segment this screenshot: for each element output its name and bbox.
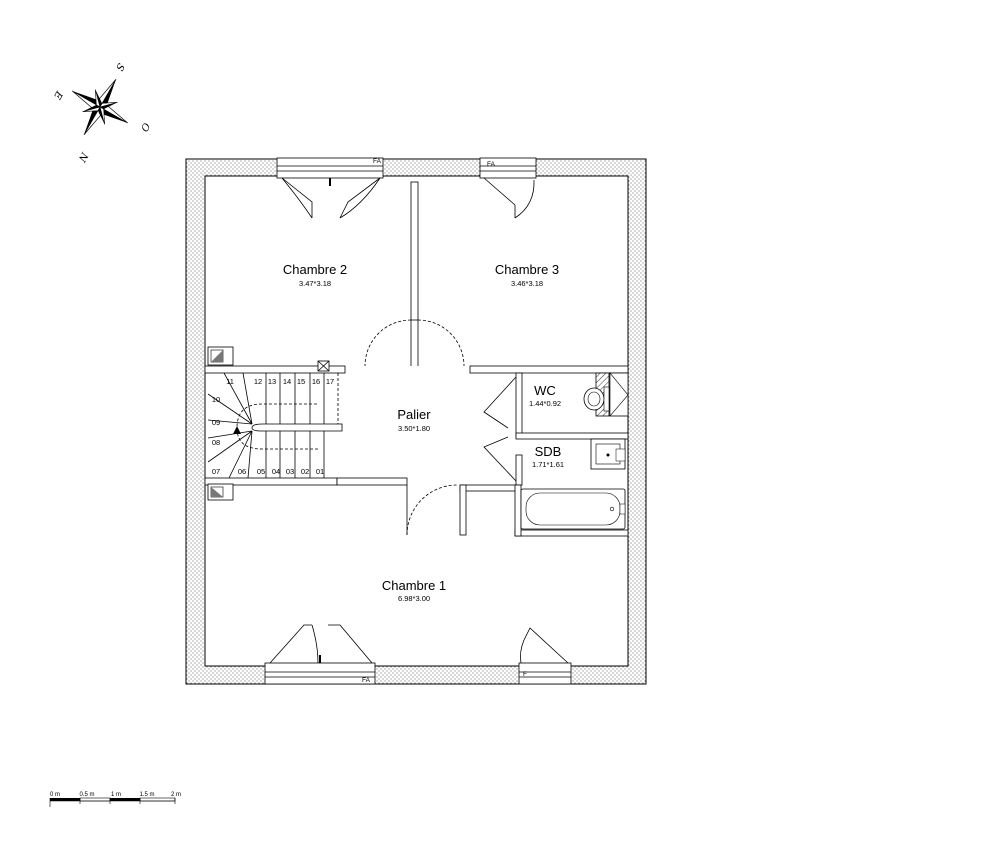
room-dims-chambre3: 3.46*3.18 — [511, 279, 543, 288]
scale-label-2: 2 m — [171, 792, 181, 798]
step-14: 14 — [283, 377, 291, 386]
room-dims-sdb: 1.71*1.61 — [532, 460, 564, 469]
step-08: 08 — [212, 438, 220, 447]
scale-label-05: 0.5 m — [79, 792, 94, 798]
step-01: 01 — [316, 467, 324, 476]
compass-south-label: S — [113, 61, 126, 73]
window-top-left — [276, 157, 384, 219]
window-tag-top-left: FA — [373, 158, 382, 165]
step-16: 16 — [312, 377, 320, 386]
window-tag-top-right: FA — [487, 161, 496, 168]
step-12: 12 — [254, 377, 262, 386]
scale-bar — [49, 797, 176, 807]
room-name-chambre1: Chambre 1 — [382, 578, 446, 593]
step-04: 04 — [272, 467, 280, 476]
room-dims-chambre1: 6.98*3.00 — [398, 594, 430, 603]
step-07: 07 — [212, 467, 220, 476]
hatch-box-icon — [317, 360, 330, 372]
step-15: 15 — [297, 377, 305, 386]
room-name-chambre2: Chambre 2 — [283, 262, 347, 277]
window-top-right — [479, 157, 537, 219]
compass-rose-icon — [72, 79, 128, 135]
compass-west-label: O — [138, 120, 152, 133]
scale-label-1: 1 m — [111, 792, 121, 798]
room-dims-chambre2: 3.47*3.18 — [299, 279, 331, 288]
wc-toilet-icon — [583, 372, 629, 417]
step-09: 09 — [212, 418, 220, 427]
room-name-chambre3: Chambre 3 — [495, 262, 559, 277]
step-11: 11 — [226, 377, 234, 386]
vent-shaft-top — [207, 346, 234, 366]
staircase — [207, 372, 343, 479]
step-10: 10 — [212, 395, 220, 404]
scale-label-0: 0 m — [50, 792, 60, 798]
step-03: 03 — [286, 467, 294, 476]
window-bottom-left — [264, 624, 376, 685]
bathtub-icon — [520, 488, 626, 530]
step-02: 02 — [301, 467, 309, 476]
room-name-palier: Palier — [397, 407, 431, 422]
room-dims-palier: 3.50*1.80 — [398, 424, 430, 433]
compass-north-label: N — [75, 149, 90, 164]
step-06: 06 — [238, 467, 246, 476]
compass-east-label: E — [51, 88, 65, 101]
room-name-sdb: SDB — [535, 444, 562, 459]
window-tag-bottom-right: F — [523, 671, 527, 678]
scale-label-15: 1.5 m — [139, 792, 154, 798]
room-dims-wc: 1.44*0.92 — [529, 399, 561, 408]
doors — [364, 319, 517, 536]
step-17: 17 — [326, 377, 334, 386]
stair-step-numbers: 11 12 13 14 15 16 17 10 09 08 07 06 05 0… — [212, 377, 334, 476]
sink-icon — [590, 438, 626, 470]
interior-walls — [204, 181, 629, 537]
window-bottom-right — [518, 627, 572, 685]
vent-shaft-bottom — [207, 483, 234, 501]
step-13: 13 — [268, 377, 276, 386]
room-name-wc: WC — [534, 383, 556, 398]
step-05: 05 — [257, 467, 265, 476]
window-tag-bottom-left: FA — [362, 677, 371, 684]
